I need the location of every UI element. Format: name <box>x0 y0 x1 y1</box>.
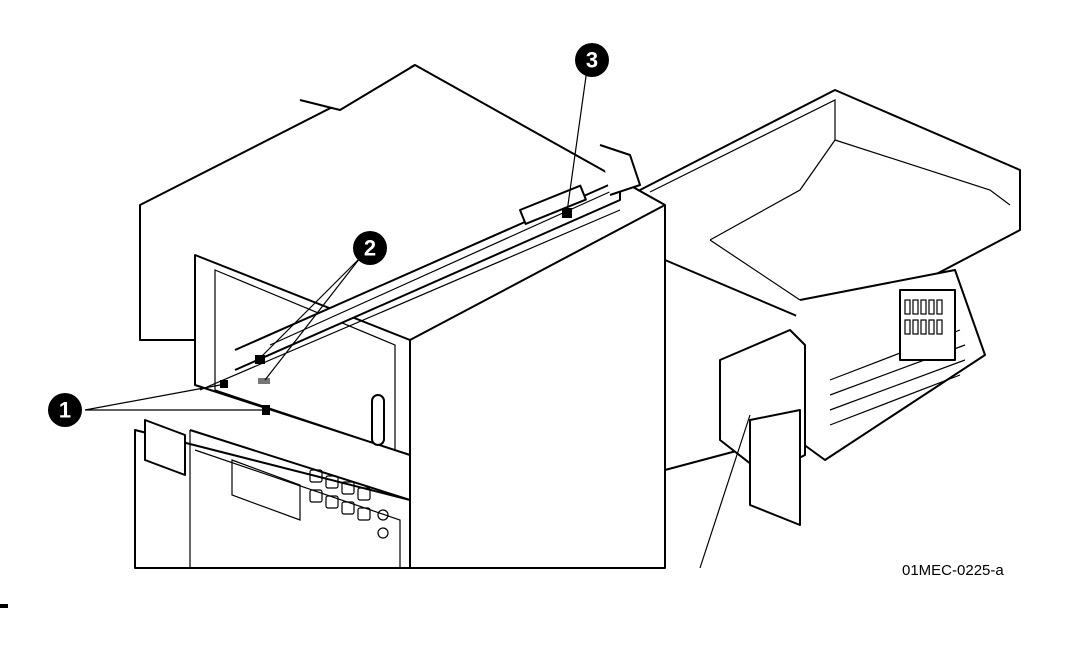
fastener-2b <box>258 378 270 384</box>
callout-3: 3 <box>575 43 609 77</box>
svg-text:3: 3 <box>586 48 598 73</box>
svg-text:2: 2 <box>364 236 376 261</box>
callout-1: 1 <box>48 393 82 427</box>
output-tray <box>639 89 1021 569</box>
fastener-1b <box>262 405 270 415</box>
leader-line-3 <box>566 61 589 213</box>
fastener-3 <box>562 208 572 218</box>
figure-id-label: 01MEC-0225-a <box>902 562 1004 579</box>
leader-line-2 <box>259 257 361 381</box>
svg-text:1: 1 <box>59 398 71 423</box>
lower-unit <box>134 419 411 569</box>
margin-mark <box>0 604 8 608</box>
leader-line-1 <box>84 384 262 411</box>
fastener-1a <box>220 380 228 388</box>
callout-2: 2 <box>353 231 387 265</box>
fastener-2a <box>255 355 265 364</box>
printer-body <box>139 64 666 569</box>
